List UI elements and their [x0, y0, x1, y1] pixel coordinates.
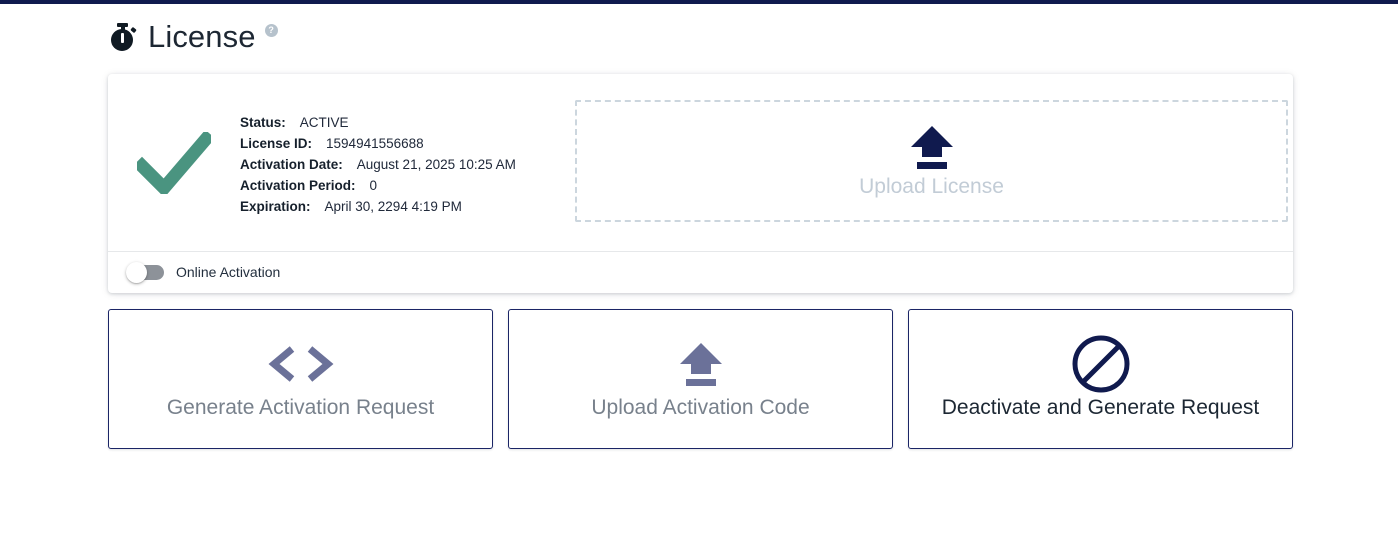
upload-arrow-icon: [910, 125, 953, 169]
action-label: Generate Activation Request: [166, 396, 435, 419]
help-circle-icon[interactable]: ?: [264, 24, 278, 37]
detail-value: 1594941556688: [326, 136, 424, 151]
generate-activation-request-button[interactable]: Generate Activation Request: [108, 309, 493, 449]
code-brackets-icon: [264, 338, 338, 390]
online-activation-toggle-wrap[interactable]: Online Activation: [120, 261, 281, 283]
online-activation-toggle[interactable]: [126, 261, 164, 283]
upload-license-area: Upload License: [570, 74, 1293, 222]
upload-activation-code-button[interactable]: Upload Activation Code: [508, 309, 893, 449]
deactivate-and-generate-request-button[interactable]: Deactivate and Generate Request: [908, 309, 1293, 449]
no-entry-icon: [1070, 335, 1132, 393]
detail-value: August 21, 2025 10:25 AM: [356, 157, 516, 172]
top-accent-bar: [0, 0, 1398, 4]
upload-arrow-icon: [675, 338, 727, 390]
detail-value: 0: [369, 178, 378, 193]
license-status-icon-wrap: [108, 74, 240, 252]
online-activation-row: Online Activation: [108, 252, 1293, 292]
detail-label: Activation Period:: [240, 178, 356, 193]
upload-license-dropzone[interactable]: Upload License: [575, 100, 1288, 222]
check-icon: [137, 132, 211, 194]
license-detail-row: License ID: 1594941556688: [240, 133, 570, 154]
license-detail-row: Activation Period: 0: [240, 175, 570, 196]
action-label: Upload Activation Code: [591, 396, 810, 419]
stopwatch-icon: [108, 21, 138, 53]
license-detail-row: Status: ACTIVE: [240, 112, 570, 133]
license-details-list: Status: ACTIVE License ID: 1594941556688…: [240, 74, 570, 217]
page-header: License ?: [108, 20, 278, 54]
upload-license-label: Upload License: [859, 174, 1004, 198]
license-card-body: Status: ACTIVE License ID: 1594941556688…: [108, 74, 1293, 252]
detail-value: ACTIVE: [299, 115, 349, 130]
license-info-card: Status: ACTIVE License ID: 1594941556688…: [108, 74, 1293, 293]
detail-label: License ID:: [240, 136, 313, 151]
detail-label: Activation Date:: [240, 157, 343, 172]
toggle-knob: [126, 261, 147, 283]
action-label: Deactivate and Generate Request: [941, 396, 1260, 419]
detail-label: Expiration:: [240, 199, 311, 214]
online-activation-label: Online Activation: [176, 264, 281, 280]
page-title: License: [148, 19, 256, 54]
detail-value: April 30, 2294 4:19 PM: [324, 199, 462, 214]
license-detail-row: Expiration: April 30, 2294 4:19 PM: [240, 196, 570, 217]
license-detail-row: Activation Date: August 21, 2025 10:25 A…: [240, 154, 570, 175]
license-action-buttons: Generate Activation Request Upload Activ…: [108, 309, 1293, 449]
detail-label: Status:: [240, 115, 286, 130]
